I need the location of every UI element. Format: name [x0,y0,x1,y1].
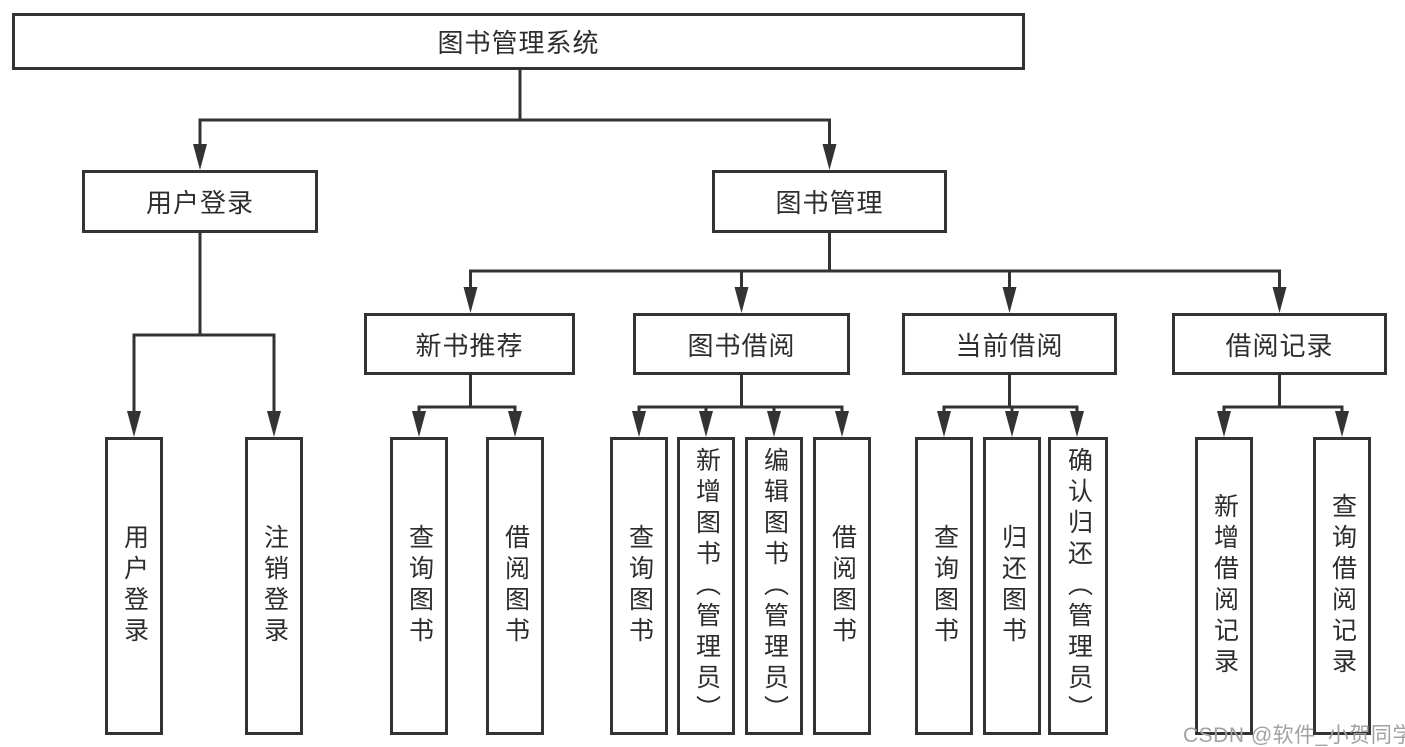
node-current-borrowing-label: 当前借阅 [955,330,1064,361]
leaf-query-books-recommend: 查询图书 [390,437,448,735]
leaf-logout: 注销登录 [245,437,303,735]
node-book-management-label: 图书管理 [775,188,884,218]
leaf-query-books-borrowing: 查询图书 [610,437,668,735]
node-borrowing-records: 借阅记录 [1172,313,1387,375]
leaf-logout-label: 注销登录 [260,524,289,648]
node-new-book-recommend: 新书推荐 [364,313,575,375]
node-library-system-label: 图书管理系统 [437,28,600,58]
leaf-return-books: 归还图书 [983,437,1041,735]
node-user-login: 用户登录 [82,170,318,233]
leaf-query-borrow-record: 查询借阅记录 [1313,437,1371,735]
leaf-add-book-admin: 新增图书（管理员） [677,437,735,735]
leaf-borrow-books-recommend: 借阅图书 [486,437,544,735]
leaf-confirm-return-admin: 确认归还（管理员） [1048,437,1108,735]
node-book-borrowing-label: 图书借阅 [687,330,796,361]
csdn-watermark: CSDN @软件_小贺同学 [1183,724,1405,747]
leaf-borrow-books-borrowing-label: 借阅图书 [828,524,857,648]
leaf-query-books-recommend-label: 查询图书 [405,524,434,648]
leaf-query-books-borrowing-label: 查询图书 [625,524,654,648]
leaf-query-books-current-label: 查询图书 [930,524,959,648]
leaf-edit-book-admin-label: 编辑图书（管理员） [760,446,789,726]
leaf-confirm-return-admin-label: 确认归还（管理员） [1064,446,1093,726]
node-library-system: 图书管理系统 [12,13,1025,70]
leaf-query-borrow-record-label: 查询借阅记录 [1328,493,1357,679]
leaf-user-login-label: 用户登录 [120,524,149,648]
node-new-book-recommend-label: 新书推荐 [415,330,524,361]
leaf-edit-book-admin: 编辑图书（管理员） [745,437,803,735]
node-user-login-label: 用户登录 [145,188,254,218]
leaf-query-books-current: 查询图书 [915,437,973,735]
leaf-borrow-books-borrowing: 借阅图书 [813,437,871,735]
node-current-borrowing: 当前借阅 [902,313,1117,375]
node-book-borrowing: 图书借阅 [633,313,850,375]
node-borrowing-records-label: 借阅记录 [1225,330,1334,361]
leaf-borrow-books-recommend-label: 借阅图书 [501,524,530,648]
node-book-management: 图书管理 [712,170,947,233]
leaf-return-books-label: 归还图书 [998,524,1027,648]
leaf-user-login: 用户登录 [105,437,163,735]
leaf-add-borrow-record-label: 新增借阅记录 [1210,493,1239,679]
leaf-add-book-admin-label: 新增图书（管理员） [692,446,721,726]
leaf-add-borrow-record: 新增借阅记录 [1195,437,1253,735]
